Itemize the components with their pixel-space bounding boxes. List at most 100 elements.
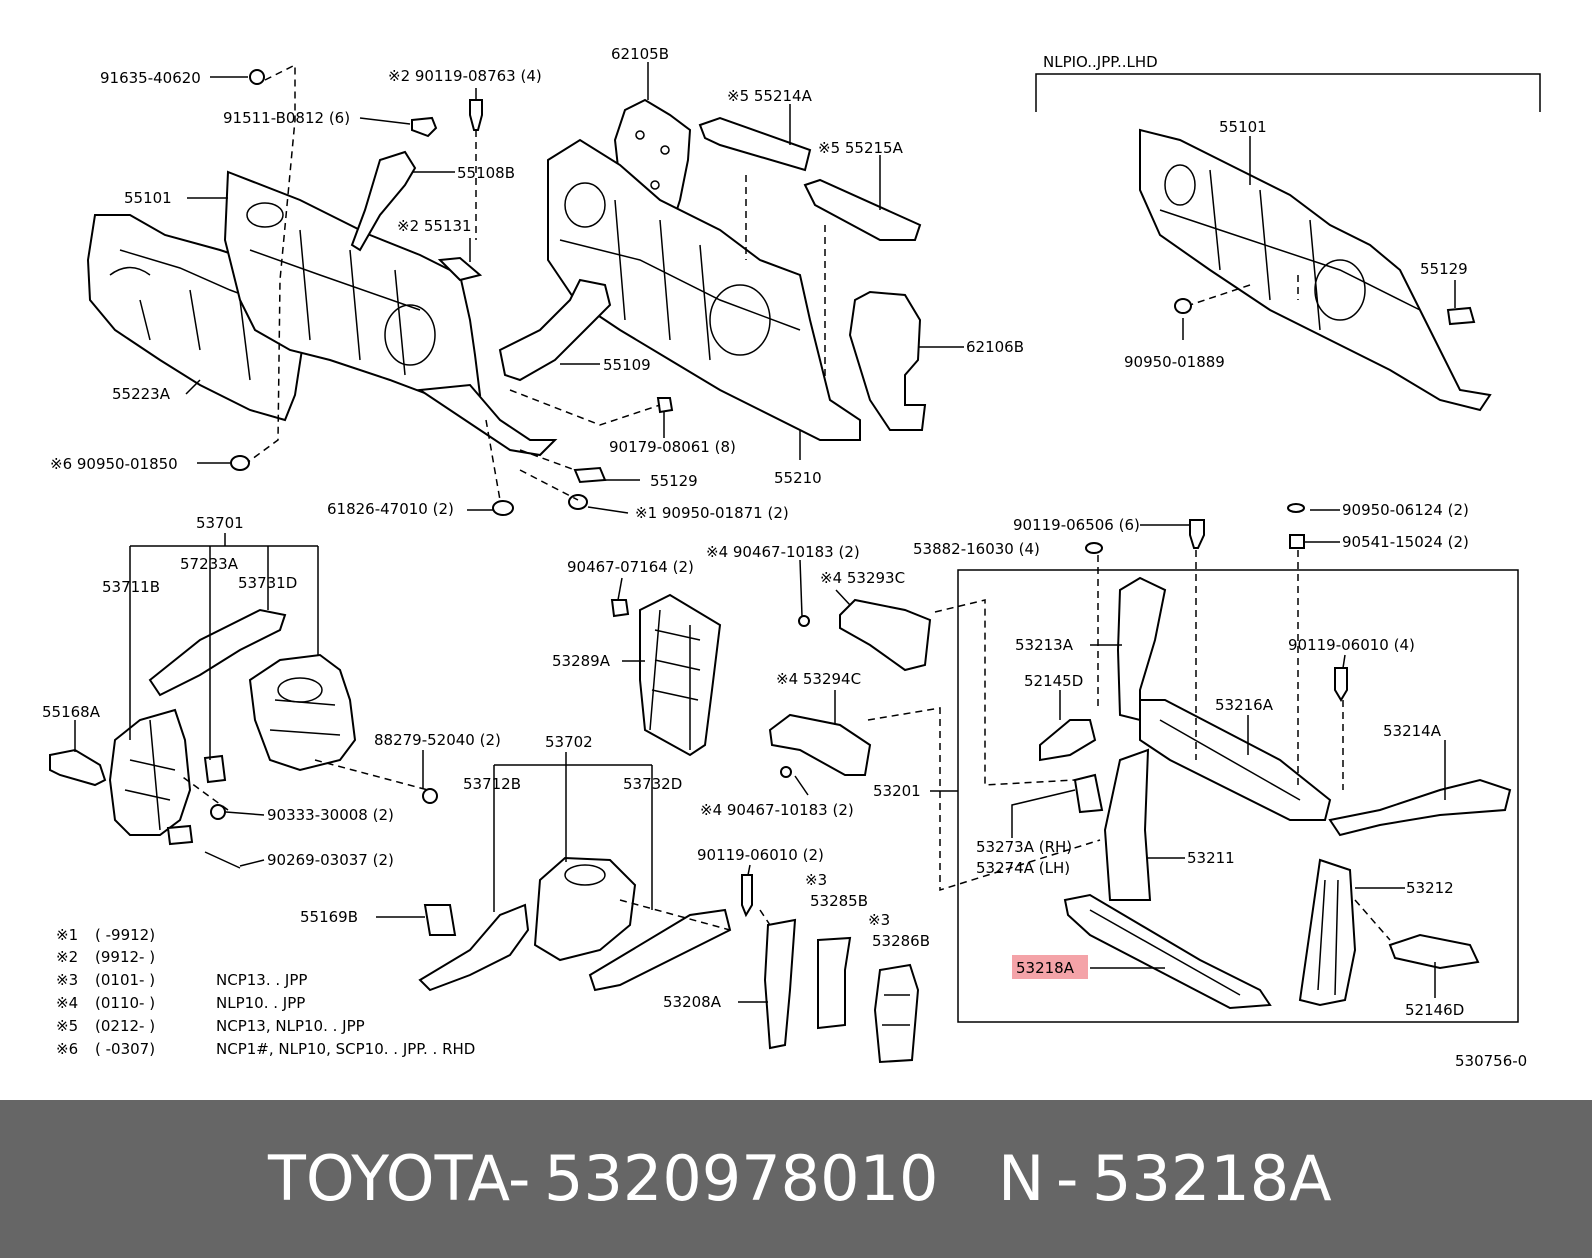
callout[interactable]: 52145D bbox=[1024, 672, 1083, 690]
svg-text:※5: ※5 bbox=[56, 1017, 78, 1035]
callout[interactable]: 53201 bbox=[873, 782, 921, 800]
callout[interactable]: 91511-B0812 (6) bbox=[223, 109, 350, 127]
svg-text:NCP1#, NLP10, SCP10. . JPP. .: NCP1#, NLP10, SCP10. . JPP. . RHD bbox=[216, 1040, 475, 1058]
callout[interactable]: 53208A bbox=[663, 993, 722, 1011]
callout[interactable]: 55101 bbox=[1219, 118, 1267, 136]
callout[interactable]: 55129 bbox=[650, 472, 698, 490]
callout[interactable]: 90179-08061 (8) bbox=[609, 438, 736, 456]
callout[interactable]: 90333-30008 (2) bbox=[267, 806, 394, 824]
svg-text:( -0307): ( -0307) bbox=[95, 1040, 155, 1058]
callout[interactable]: 53216A bbox=[1215, 696, 1274, 714]
callout[interactable]: ※3 bbox=[868, 911, 890, 929]
callout[interactable]: 90119-06506 (6) bbox=[1013, 516, 1140, 534]
figure-number: 530756-0 bbox=[1455, 1052, 1527, 1070]
callout[interactable]: 90950-01889 bbox=[1124, 353, 1225, 371]
callout[interactable]: 62106B bbox=[966, 338, 1024, 356]
part-55214a bbox=[698, 116, 812, 172]
rail-57233a bbox=[148, 608, 287, 697]
bracket-52146d bbox=[1388, 933, 1480, 970]
bracket-53214a bbox=[1328, 778, 1512, 837]
separator: - bbox=[508, 1142, 531, 1215]
apron-53711b bbox=[108, 708, 192, 836]
nut-53882 bbox=[1085, 542, 1103, 554]
callout[interactable]: 55168A bbox=[42, 703, 101, 721]
callout[interactable]: 90541-15024 (2) bbox=[1342, 533, 1469, 551]
callout[interactable]: 88279-52040 (2) bbox=[374, 731, 501, 749]
callout[interactable]: 91635-40620 bbox=[100, 69, 201, 87]
callout[interactable]: 90269-03037 (2) bbox=[267, 851, 394, 869]
callout[interactable]: 53711B bbox=[102, 578, 160, 596]
callout[interactable]: 53273A (RH) bbox=[976, 838, 1072, 856]
callout[interactable]: ※2 55131 bbox=[397, 217, 472, 235]
callout[interactable]: ※4 53293C bbox=[820, 569, 905, 587]
legend-row: ※4 (0110- ) NLP10. . JPP bbox=[56, 994, 305, 1012]
callout[interactable]: 55108B bbox=[457, 164, 515, 182]
lhd-group-bracket bbox=[1035, 73, 1541, 112]
callout[interactable]: 55129 bbox=[1420, 260, 1468, 278]
callout[interactable]: 53211 bbox=[1187, 849, 1235, 867]
callout[interactable]: 53286B bbox=[872, 932, 930, 950]
callout[interactable]: ※4 53294C bbox=[776, 670, 861, 688]
callout[interactable]: 53214A bbox=[1383, 722, 1442, 740]
part-number: 5320978010 bbox=[544, 1142, 939, 1215]
callout[interactable]: ※1 90950-01871 (2) bbox=[635, 504, 789, 522]
callout[interactable]: ※5 55215A bbox=[818, 139, 904, 157]
callout[interactable]: 53731D bbox=[238, 574, 297, 592]
dashed-lines bbox=[179, 63, 1391, 941]
svg-text:NCP13, NLP10. . JPP: NCP13, NLP10. . JPP bbox=[216, 1017, 365, 1035]
svg-text:NLP10. . JPP: NLP10. . JPP bbox=[216, 994, 305, 1012]
bracket-53293c bbox=[839, 598, 932, 672]
block-55169b bbox=[423, 904, 457, 936]
callout[interactable]: ※2 90119-08763 (4) bbox=[388, 67, 542, 85]
callout[interactable]: ※4 90467-10183 (2) bbox=[706, 543, 860, 561]
svg-text:(0110- ): (0110- ) bbox=[95, 994, 155, 1012]
duct-53286b bbox=[873, 963, 920, 1064]
callout[interactable]: 53274A (LH) bbox=[976, 859, 1070, 877]
callout[interactable]: 55101 bbox=[124, 189, 172, 207]
callout[interactable]: 53285B bbox=[810, 892, 868, 910]
callout[interactable]: ※3 bbox=[805, 871, 827, 889]
callout[interactable]: 53213A bbox=[1015, 636, 1074, 654]
callout[interactable]: 90119-06010 (4) bbox=[1288, 636, 1415, 654]
clip-88279 bbox=[422, 788, 438, 804]
callout[interactable]: 55109 bbox=[603, 356, 651, 374]
callout[interactable]: 53212 bbox=[1406, 879, 1454, 897]
pad-55129-lhd bbox=[1446, 306, 1476, 326]
callout[interactable]: 53732D bbox=[623, 775, 682, 793]
screw-90269 bbox=[204, 851, 241, 869]
separator: - bbox=[1056, 1142, 1079, 1215]
callout[interactable]: 57233A bbox=[180, 555, 239, 573]
callout[interactable]: 90119-06010 (2) bbox=[697, 846, 824, 864]
clip-90467-10183b bbox=[780, 766, 792, 778]
seal-53208a bbox=[763, 918, 797, 1050]
callout[interactable]: 53712B bbox=[463, 775, 521, 793]
upper-support-53216a bbox=[1139, 699, 1332, 821]
callout[interactable]: 52146D bbox=[1405, 1001, 1464, 1019]
bolt-90119-06010a bbox=[741, 874, 753, 918]
svg-text:( -9912): ( -9912) bbox=[95, 926, 155, 944]
part-55215a bbox=[803, 178, 922, 241]
callout[interactable]: 62105B bbox=[611, 45, 669, 63]
svg-text:※2: ※2 bbox=[56, 948, 78, 966]
callout[interactable]: 55169B bbox=[300, 908, 358, 926]
callout[interactable]: ※6 90950-01850 bbox=[50, 455, 178, 473]
bolt-90119-08763 bbox=[469, 99, 483, 131]
bracket-small bbox=[166, 824, 194, 846]
callout[interactable]: 53882-16030 (4) bbox=[913, 540, 1040, 558]
callout[interactable]: 90950-06124 (2) bbox=[1342, 501, 1469, 519]
callout[interactable]: 53701 bbox=[196, 514, 244, 532]
rail-53732d bbox=[588, 908, 732, 992]
callout[interactable]: 53702 bbox=[545, 733, 593, 751]
callout[interactable]: ※4 90467-10183 (2) bbox=[700, 801, 854, 819]
callout[interactable]: 55223A bbox=[112, 385, 171, 403]
grommet-90950-06124 bbox=[1287, 503, 1305, 513]
callout[interactable]: 53289A bbox=[552, 652, 611, 670]
legend-row: ※5 (0212- ) NCP13, NLP10. . JPP bbox=[56, 1017, 365, 1035]
callout[interactable]: 61826-47010 (2) bbox=[327, 500, 454, 518]
parts-diagram: NLPIO..JPP..LHD 91635-40620 ※2 90119-087… bbox=[42, 45, 1541, 1070]
callout[interactable]: 90467-07164 (2) bbox=[567, 558, 694, 576]
side-member-53213a bbox=[1116, 576, 1167, 722]
callout[interactable]: 55210 bbox=[774, 469, 822, 487]
callout-highlighted[interactable]: 53218A bbox=[1016, 959, 1075, 977]
callout[interactable]: ※5 55214A bbox=[727, 87, 813, 105]
